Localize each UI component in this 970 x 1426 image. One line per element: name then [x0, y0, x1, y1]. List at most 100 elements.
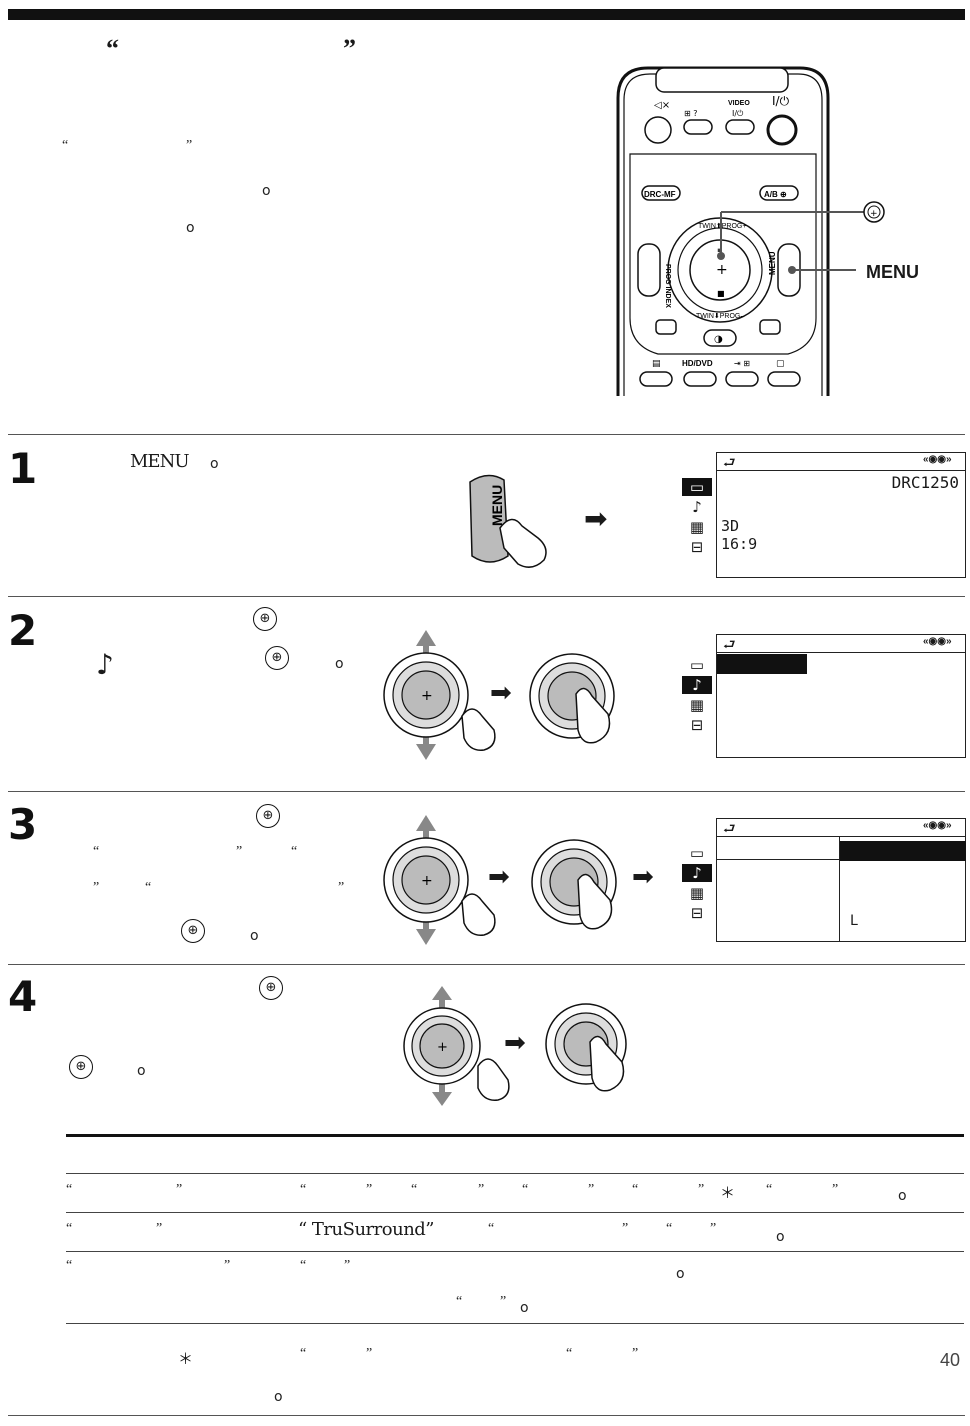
- row1-period: o: [898, 1188, 907, 1204]
- intro-period-1: o: [262, 183, 271, 199]
- svg-text:⇥ ⊞: ⇥ ⊞: [734, 359, 750, 368]
- row3-period-2: o: [520, 1300, 529, 1316]
- screen2-highlight-bar: [717, 654, 807, 674]
- remote-control-illustration: ◁× ⊞ ? VIDEO I/⏻ I/⏻ DRC-MF A/B ⊕ TWIN⬆P…: [600, 58, 940, 398]
- svg-text:■: ■: [717, 289, 725, 298]
- svg-text:HD/DVD: HD/DVD: [682, 359, 713, 368]
- row3-q5: “: [456, 1294, 463, 1309]
- screen3-titlebar: [717, 819, 965, 837]
- row2-q2: ”: [156, 1221, 163, 1236]
- sound-icon: ♪: [692, 498, 702, 516]
- toolbox-icon: ⊟: [690, 538, 704, 556]
- screen1-side-icons: ▭ ♪ ▦ ⊟: [678, 476, 718, 558]
- svg-text:MENU: MENU: [489, 485, 505, 526]
- joystick-press-illustration-3: [530, 838, 640, 938]
- row2-q5: “: [666, 1221, 673, 1236]
- row1-star: ＊: [720, 1184, 736, 1202]
- screen3-highlight-bar: [840, 841, 966, 861]
- svg-text:DRC-MF: DRC-MF: [644, 190, 676, 199]
- step3-quote-d: ”: [93, 880, 100, 895]
- row2-q3: “: [488, 1221, 495, 1236]
- menu-button-press-illustration: MENU: [460, 468, 570, 578]
- picture-icon: ▭: [682, 478, 712, 496]
- row3-q6: ”: [500, 1294, 507, 1309]
- sound-icon: ♪: [682, 676, 712, 694]
- page-bottom-rule: [8, 1415, 965, 1416]
- screen3-side-icons: ▭ ♪ ▦ ⊟: [678, 842, 718, 924]
- row3-q4: ”: [344, 1258, 351, 1273]
- step1-menu-text: MENU: [130, 451, 189, 472]
- step3-enter-icon-1: ⊕: [256, 804, 280, 828]
- screen3-corner-mark: L: [850, 913, 858, 929]
- film-icon: ▦: [689, 884, 705, 902]
- svg-text:TWIN⬇PROG–: TWIN⬇PROG–: [696, 312, 744, 320]
- intro-open-quote: “: [62, 138, 69, 153]
- row2-q4: ”: [622, 1221, 629, 1236]
- film-icon: ▦: [689, 696, 705, 714]
- row2-trusurround: “ TruSurround”: [298, 1219, 435, 1240]
- divider-step2: [8, 596, 965, 597]
- table-top-rule: [66, 1134, 964, 1137]
- screen1-titlebar: [717, 453, 965, 471]
- row3-q2: ”: [224, 1258, 231, 1273]
- row1-q3: “: [300, 1182, 307, 1197]
- intro-period-2: o: [186, 220, 195, 236]
- back-icon: ⮐: [723, 455, 736, 471]
- table-row: “ ” “ ” o “ ” o: [66, 1251, 964, 1324]
- picture-icon: ▭: [689, 656, 705, 674]
- step-number-3: 3: [8, 800, 38, 849]
- step3-quote-a: “: [93, 844, 100, 859]
- svg-text:A/B ⊕: A/B ⊕: [764, 190, 787, 199]
- remote-control-drawing: ◁× ⊞ ? VIDEO I/⏻ I/⏻ DRC-MF A/B ⊕ TWIN⬆P…: [616, 66, 885, 396]
- screen2-side-icons: ▭ ♪ ▦ ⊟: [678, 654, 718, 736]
- step-number-4: 4: [8, 972, 38, 1021]
- row2-period: o: [776, 1229, 785, 1245]
- row1-q6: ”: [478, 1182, 485, 1197]
- row3-period-1: o: [676, 1266, 685, 1282]
- wega-logo-icon: «◉◉»: [923, 636, 952, 647]
- screen3-submenu: L: [839, 837, 966, 941]
- svg-text:+: +: [870, 209, 878, 219]
- footnote-q4: ”: [632, 1346, 639, 1361]
- step4-period: o: [137, 1063, 146, 1079]
- screen3-left-item: [717, 841, 839, 860]
- arrow-right-1: ➡: [584, 502, 608, 535]
- table-row: “ ” “ ” “ ” “ ” “ ” ＊ “ ” o: [66, 1173, 964, 1212]
- sound-icon: ♪: [682, 864, 712, 882]
- step2-note-icon: ♪: [96, 648, 114, 681]
- step2-period: o: [335, 656, 344, 672]
- row1-q7: “: [522, 1182, 529, 1197]
- step1-period: o: [210, 456, 219, 472]
- joystick-move-illustration-4: +: [398, 986, 518, 1106]
- svg-text:◁×: ◁×: [654, 100, 670, 111]
- footnote-q2: ”: [366, 1346, 373, 1361]
- svg-text:I/⏻: I/⏻: [732, 109, 744, 118]
- back-icon: ⮐: [723, 821, 736, 837]
- svg-text:⊞ ?: ⊞ ?: [684, 109, 698, 118]
- row3-q3: “: [300, 1258, 307, 1273]
- divider-step3: [8, 791, 965, 792]
- svg-text:PROG INDEX: PROG INDEX: [664, 264, 671, 308]
- step3-quote-e: “: [145, 880, 152, 895]
- toolbox-icon: ⊟: [690, 716, 704, 734]
- menu-screen-1: ⮐ «◉◉» DRC1250 3D 16:9 ▭ ♪ ▦ ⊟: [678, 452, 966, 578]
- menu-callout-label: MENU: [866, 262, 919, 282]
- step2-enter-icon-1: ⊕: [253, 607, 277, 631]
- arrow-right-3b: ➡: [632, 862, 654, 892]
- row1-q12: ”: [832, 1182, 839, 1197]
- step4-enter-icon-2: ⊕: [69, 1055, 93, 1079]
- svg-text:TWIN⬆PROG+: TWIN⬆PROG+: [698, 222, 746, 230]
- arrow-right-3a: ➡: [488, 862, 510, 892]
- arrow-right-2: ➡: [490, 678, 512, 708]
- step3-enter-icon-2: ⊕: [181, 919, 205, 943]
- step2-enter-icon-2: ⊕: [265, 646, 289, 670]
- picture-icon: ▭: [689, 844, 705, 862]
- row1-q1: “: [66, 1182, 73, 1197]
- screen2-titlebar: [717, 635, 965, 653]
- svg-text:+: +: [421, 873, 433, 889]
- film-icon: ▦: [689, 518, 705, 536]
- step3-quote-f: ”: [338, 880, 345, 895]
- top-rule: [8, 9, 965, 20]
- footnote-star: ＊: [178, 1350, 194, 1368]
- row1-q5: “: [411, 1182, 418, 1197]
